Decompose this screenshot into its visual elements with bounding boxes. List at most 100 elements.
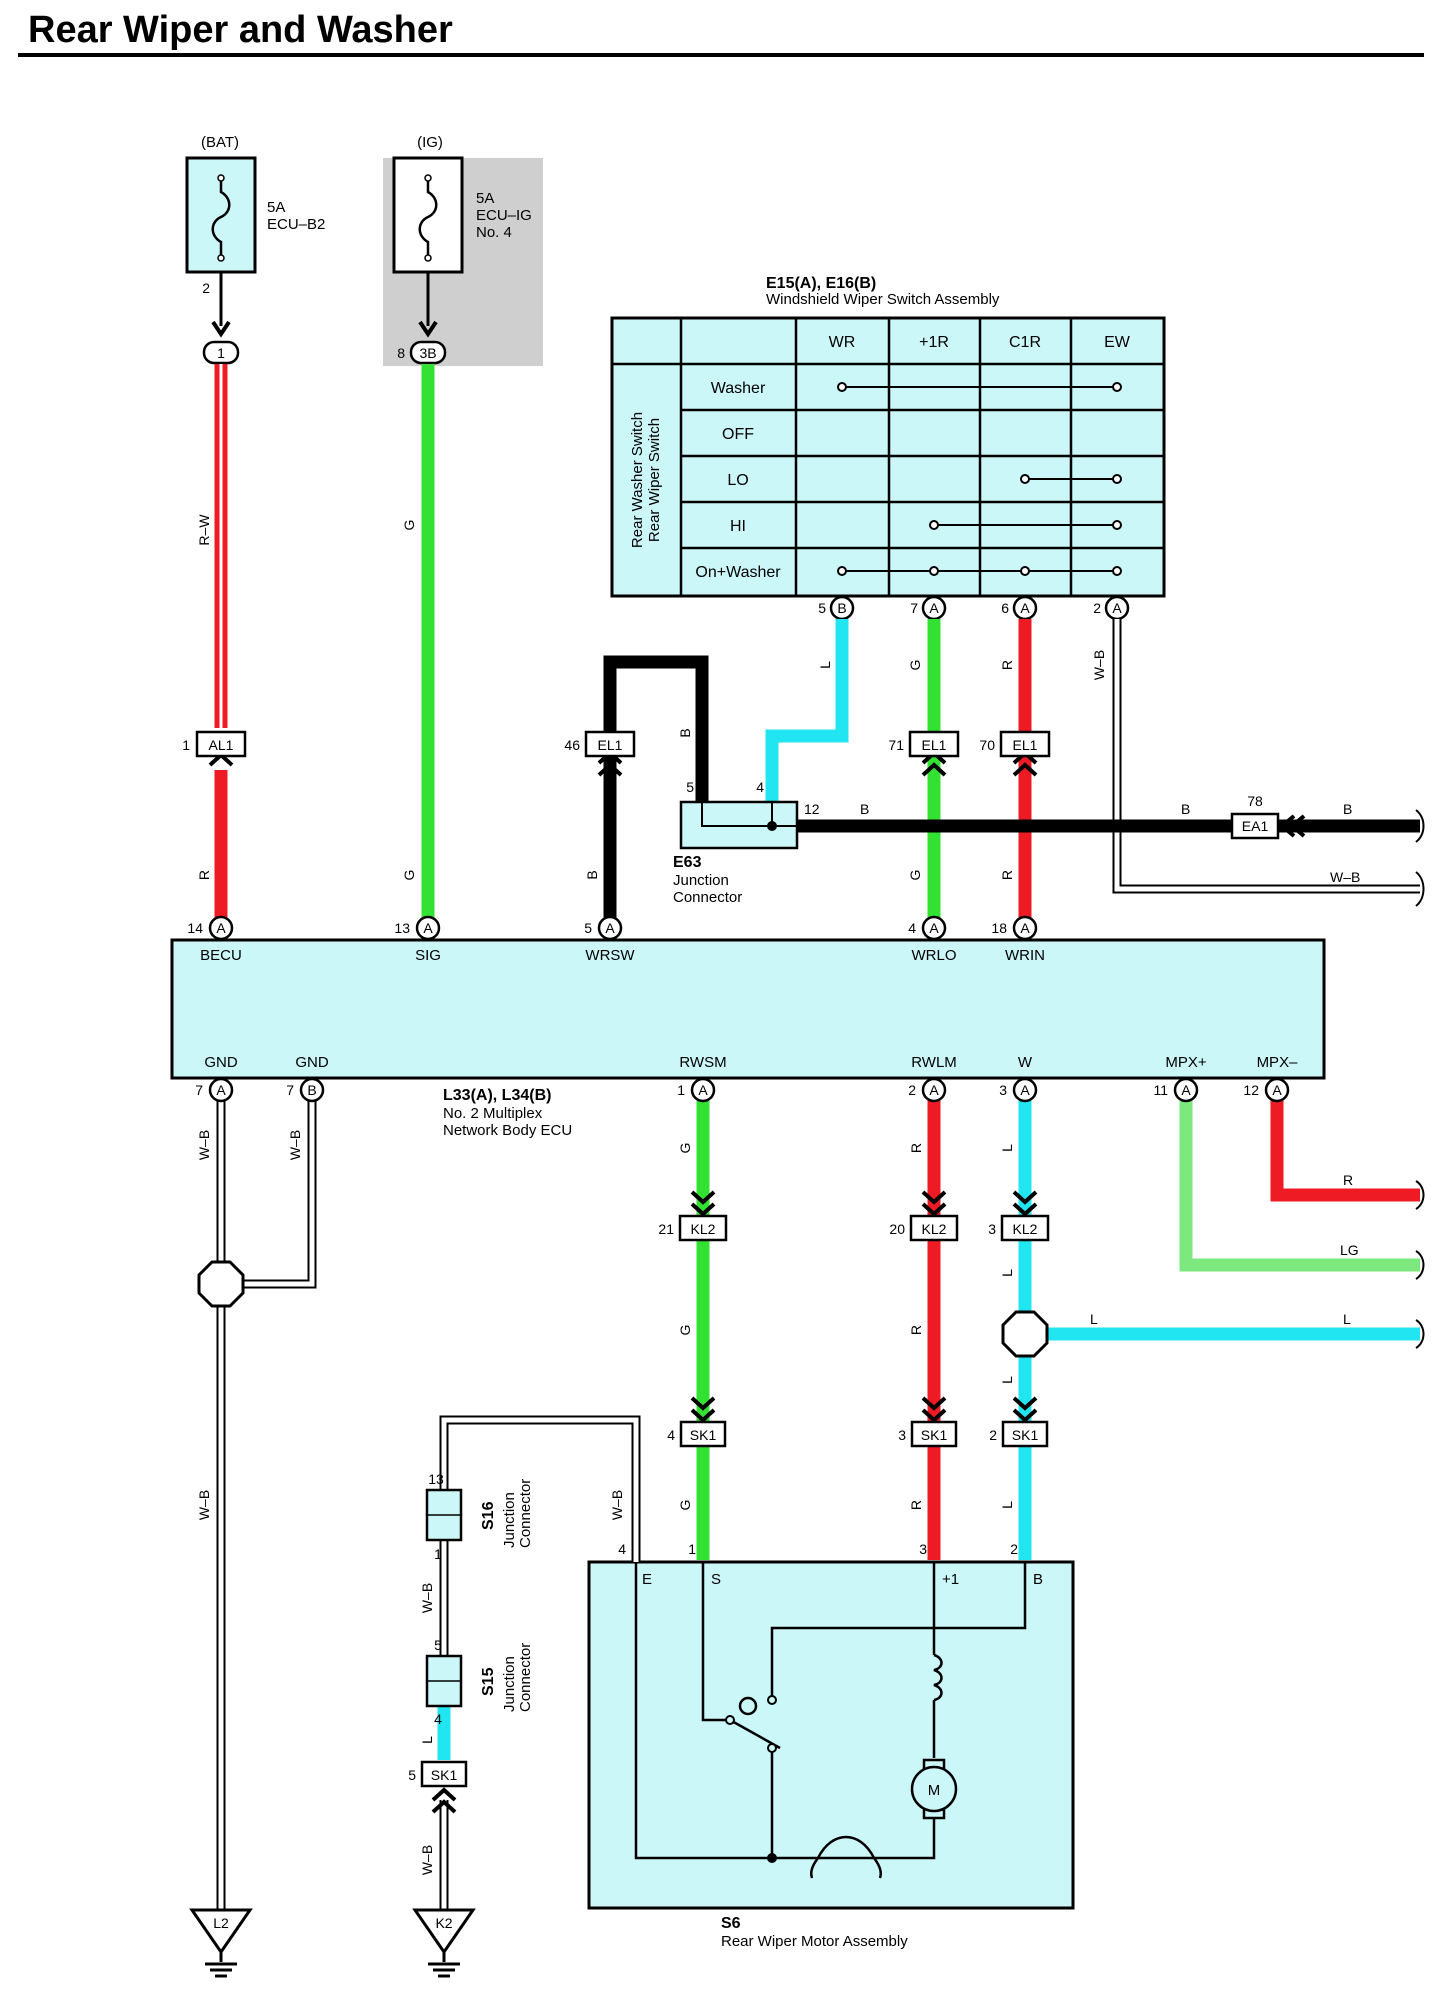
svg-text:WRLO: WRLO bbox=[912, 947, 957, 964]
svg-text:L: L bbox=[1090, 1311, 1098, 1327]
svg-text:K2: K2 bbox=[435, 1915, 452, 1931]
svg-text:Windshield Wiper Switch Assemb: Windshield Wiper Switch Assembly bbox=[766, 291, 1000, 308]
svg-text:A: A bbox=[605, 920, 615, 936]
svg-text:Network Body ECU: Network Body ECU bbox=[443, 1122, 572, 1139]
switch-pins: B 5 A 7 A 6 A 2 bbox=[818, 595, 1130, 621]
svg-text:LO: LO bbox=[727, 472, 748, 489]
svg-text:2: 2 bbox=[989, 1427, 997, 1443]
svg-text:3: 3 bbox=[999, 1082, 1007, 1098]
svg-text:W: W bbox=[1018, 1054, 1033, 1071]
svg-text:SK1: SK1 bbox=[1012, 1427, 1039, 1443]
svg-text:ECU–IG: ECU–IG bbox=[476, 207, 532, 224]
svg-text:W–B: W–B bbox=[1091, 650, 1107, 680]
connector-sk1-3: SK1 3 bbox=[898, 1396, 958, 1448]
svg-text:5: 5 bbox=[818, 600, 826, 616]
svg-text:13: 13 bbox=[394, 920, 410, 936]
svg-text:71: 71 bbox=[888, 737, 904, 753]
svg-text:W–B: W–B bbox=[196, 1130, 212, 1160]
svg-text:No. 4: No. 4 bbox=[476, 224, 512, 241]
svg-text:L2: L2 bbox=[213, 1915, 229, 1931]
svg-text:Connector: Connector bbox=[517, 1643, 534, 1712]
svg-text:1: 1 bbox=[434, 1546, 442, 1562]
ecu-top-terminals: A 14 BECU A 13 SIG A 5 WRSW A 4 WRLO A 1… bbox=[187, 915, 1045, 964]
svg-text:8: 8 bbox=[397, 345, 405, 361]
wire-wrsw-b: B B bbox=[584, 655, 709, 918]
fuse-bat-icon bbox=[211, 178, 231, 258]
svg-text:E63: E63 bbox=[673, 854, 702, 871]
svg-text:ECU–B2: ECU–B2 bbox=[267, 216, 325, 233]
splice-w bbox=[1001, 1310, 1049, 1358]
svg-text:4: 4 bbox=[434, 1711, 442, 1727]
svg-text:Junction: Junction bbox=[673, 872, 729, 889]
svg-text:R: R bbox=[1343, 1172, 1353, 1188]
svg-text:RWSM: RWSM bbox=[679, 1054, 726, 1071]
svg-text:+1R: +1R bbox=[919, 334, 949, 351]
svg-text:4: 4 bbox=[908, 920, 916, 936]
svg-text:W–B: W–B bbox=[287, 1130, 303, 1160]
svg-text:R: R bbox=[196, 870, 212, 880]
svg-text:4: 4 bbox=[667, 1427, 675, 1443]
svg-text:14: 14 bbox=[187, 920, 203, 936]
svg-text:2: 2 bbox=[1093, 600, 1101, 616]
junction-s16: 13 1 S16 Junction Connector bbox=[425, 1471, 534, 1562]
svg-text:M: M bbox=[928, 1782, 941, 1799]
svg-text:SK1: SK1 bbox=[690, 1427, 717, 1443]
svg-text:G: G bbox=[401, 870, 417, 881]
svg-text:EA1: EA1 bbox=[1242, 818, 1269, 834]
svg-text:S: S bbox=[711, 1571, 721, 1588]
svg-text:Rear Washer Switch: Rear Washer Switch bbox=[629, 412, 646, 548]
svg-text:A: A bbox=[698, 1082, 708, 1098]
svg-text:BECU: BECU bbox=[200, 947, 242, 964]
svg-text:EL1: EL1 bbox=[1013, 737, 1038, 753]
arrow-icon bbox=[418, 320, 438, 338]
svg-text:1: 1 bbox=[217, 345, 225, 361]
wire-rwlm: R R R bbox=[908, 1100, 941, 1560]
svg-text:R: R bbox=[999, 870, 1015, 880]
svg-text:A: A bbox=[1020, 600, 1030, 616]
svg-text:3: 3 bbox=[919, 1541, 927, 1557]
svg-text:Washer: Washer bbox=[711, 380, 766, 397]
svg-text:1: 1 bbox=[688, 1541, 696, 1557]
svg-text:11: 11 bbox=[1153, 1082, 1168, 1098]
fuse-bat: (BAT) 5A ECU–B2 2 1 bbox=[185, 134, 325, 365]
svg-text:4: 4 bbox=[756, 779, 764, 795]
svg-text:WRSW: WRSW bbox=[585, 947, 635, 964]
svg-text:L: L bbox=[817, 661, 833, 669]
wire-motor-ground: W–B W–B L W–B bbox=[419, 1415, 641, 1910]
svg-text:A: A bbox=[423, 920, 433, 936]
svg-text:G: G bbox=[677, 1143, 693, 1154]
svg-text:Junction: Junction bbox=[501, 1656, 518, 1712]
body-ecu: A 14 BECU A 13 SIG A 5 WRSW A 4 WRLO A 1… bbox=[170, 915, 1326, 1139]
svg-text:B: B bbox=[860, 801, 869, 817]
svg-text:EW: EW bbox=[1104, 334, 1131, 351]
svg-text:RWLM: RWLM bbox=[911, 1054, 957, 1071]
svg-text:MPX–: MPX– bbox=[1257, 1054, 1299, 1071]
svg-text:A: A bbox=[1020, 920, 1030, 936]
svg-text:1: 1 bbox=[182, 737, 190, 753]
svg-text:On+Washer: On+Washer bbox=[695, 564, 781, 581]
svg-text:W–B: W–B bbox=[609, 1490, 625, 1520]
svg-text:KL2: KL2 bbox=[691, 1221, 716, 1237]
ecu-bottom-terminals: A 7 B 7 A 1 A 2 A 3 A 11 A 12 bbox=[195, 1077, 1290, 1103]
connector-bat bbox=[202, 340, 240, 365]
svg-text:No. 2 Multiplex: No. 2 Multiplex bbox=[443, 1105, 543, 1122]
svg-text:G: G bbox=[907, 870, 923, 881]
splice-gnd bbox=[197, 1260, 245, 1308]
svg-text:R: R bbox=[908, 1325, 924, 1335]
svg-text:Rear Wiper Switch: Rear Wiper Switch bbox=[646, 418, 663, 542]
svg-text:A: A bbox=[1272, 1082, 1282, 1098]
svg-text:L: L bbox=[419, 1736, 435, 1744]
wire-switch-r: R R bbox=[999, 619, 1032, 918]
svg-text:EL1: EL1 bbox=[922, 737, 947, 753]
svg-text:G: G bbox=[907, 660, 923, 671]
ground-icon bbox=[205, 1952, 237, 1978]
svg-text:E: E bbox=[642, 1571, 652, 1588]
svg-text:B: B bbox=[307, 1082, 316, 1098]
wire-bat: R–W R bbox=[196, 364, 228, 918]
svg-text:S16: S16 bbox=[480, 1501, 497, 1530]
fuse-ig: (IG) 5A ECU–IG No. 4 8 3B bbox=[383, 134, 543, 366]
svg-text:KL2: KL2 bbox=[922, 1221, 947, 1237]
svg-text:KL2: KL2 bbox=[1013, 1221, 1038, 1237]
ground-l2: L2 bbox=[189, 1908, 253, 1978]
wire-switch-l: L bbox=[765, 619, 849, 808]
